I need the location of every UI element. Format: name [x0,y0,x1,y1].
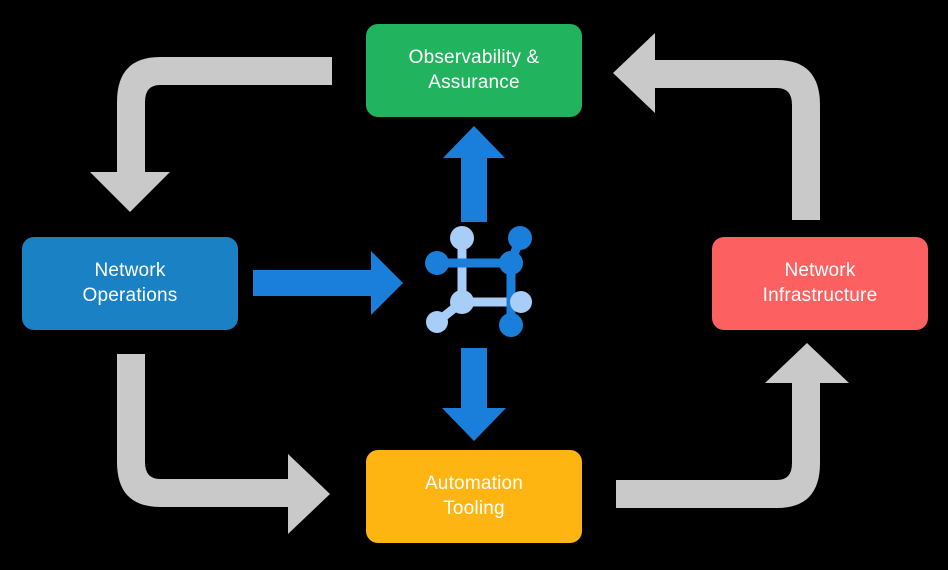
blue-arrow-operations-to-center [253,251,403,315]
blue-arrow-center-to-observability [443,126,505,222]
gray-arrow-automation-to-infrastructure [616,343,849,508]
node-network-operations[interactable]: Network Operations [22,237,238,330]
network-topology-icon [425,226,532,337]
node-operations-label: Network Operations [82,260,178,306]
gray-arrow-infrastructure-to-observability [613,33,820,220]
node-observability-assurance[interactable]: Observability & Assurance [366,24,582,117]
node-automation-tooling[interactable]: Automation Tooling [366,450,582,543]
gray-arrow-operations-to-automation [117,354,330,534]
node-observability-label: Observability & Assurance [408,47,540,93]
node-network-infrastructure[interactable]: Network Infrastructure [712,237,928,330]
node-automation-label: Automation Tooling [424,473,524,519]
blue-arrow-center-to-automation [442,348,506,441]
node-infrastructure-label: Network Infrastructure [762,260,878,306]
gray-arrow-observability-to-operations [90,57,332,212]
